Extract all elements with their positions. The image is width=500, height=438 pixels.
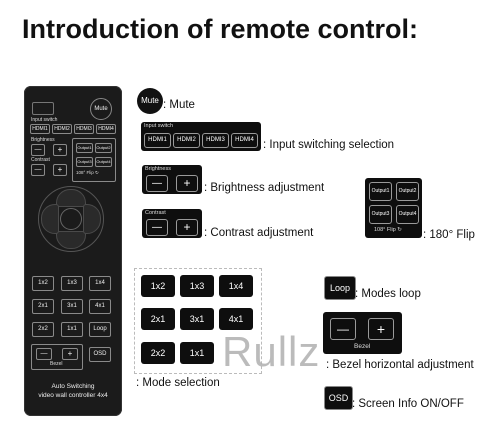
remote-brightness-plus[interactable]: + [53, 144, 67, 156]
remote-mode-1x2[interactable]: 1x2 [32, 276, 54, 291]
input-switch-panel: Input switch HDMI1 HDMI2 HDMI3 HDMI4 [141, 122, 261, 151]
flip-label: 108° Flip ↻ [374, 227, 402, 233]
remote-contrast-label: Contrast [31, 157, 50, 163]
remote-mode-4x1[interactable]: 4x1 [89, 299, 111, 314]
brightness-desc: : Brightness adjustment [204, 182, 325, 194]
mode-1x4-button[interactable]: 1x4 [219, 275, 253, 297]
remote-control: Mute Input switch HDMI1 HDMI2 HDMI3 HDMI… [24, 86, 122, 416]
bezel-plus-button[interactable]: + [368, 318, 394, 340]
page-title: Introduction of remote control: [22, 14, 418, 44]
input-switch-desc: : Input switching selection [263, 139, 395, 151]
remote-dpad [38, 186, 104, 252]
remote-bezel-label: Bezel [50, 361, 63, 367]
dpad-ring [38, 186, 104, 252]
bezel-desc: : Bezel horizontal adjustment [326, 359, 474, 371]
remote-mode-1x3[interactable]: 1x3 [61, 276, 83, 291]
remote-output2-button[interactable]: Output2 [95, 143, 112, 153]
remote-brightness-minus[interactable]: — [31, 144, 45, 156]
remote-loop-button[interactable]: Loop [89, 322, 111, 337]
output4-button[interactable]: Output4 [396, 205, 419, 224]
remote-osd-button[interactable]: OSD [89, 347, 111, 362]
remote-mode-2x1[interactable]: 2x1 [32, 299, 54, 314]
contrast-plus-button[interactable]: + [176, 219, 198, 236]
osd-button[interactable]: OSD [324, 386, 353, 410]
brightness-label: Brightness [145, 166, 171, 172]
remote-input-switch-label: Input switch [31, 117, 58, 123]
mode-3x1-button[interactable]: 3x1 [180, 308, 214, 330]
brightness-minus-button[interactable]: — [146, 175, 168, 192]
remote-hdmi3-button[interactable]: HDMI3 [74, 124, 94, 134]
contrast-desc: : Contrast adjustment [204, 227, 314, 239]
bezel-panel: — + Bezel [323, 312, 402, 354]
remote-hdmi1-button[interactable]: HDMI1 [30, 124, 50, 134]
hdmi2-button[interactable]: HDMI2 [173, 133, 200, 148]
input-switch-label: Input switch [144, 123, 174, 129]
mode-4x1-button[interactable]: 4x1 [219, 308, 253, 330]
hdmi3-button[interactable]: HDMI3 [202, 133, 229, 148]
dpad-center-button[interactable] [60, 208, 82, 230]
remote-mode-1x1[interactable]: 1x1 [61, 322, 83, 337]
remote-hdmi2-button[interactable]: HDMI2 [52, 124, 72, 134]
mode-selection-group: 1x2 1x3 1x4 2x1 3x1 4x1 2x2 1x1 [134, 268, 262, 374]
osd-desc: : Screen Info ON/OFF [352, 398, 464, 410]
remote-output4-button[interactable]: Output4 [95, 157, 112, 167]
contrast-label: Contrast [145, 210, 166, 216]
output2-button[interactable]: Output2 [396, 182, 419, 201]
mode-1x2-button[interactable]: 1x2 [141, 275, 175, 297]
mode-2x2-button[interactable]: 2x2 [141, 342, 175, 364]
mode-1x1-button[interactable]: 1x1 [180, 342, 214, 364]
remote-brightness-label: Brightness [31, 137, 55, 143]
mode-1x3-button[interactable]: 1x3 [180, 275, 214, 297]
remote-footer-line1: Auto Switching [51, 383, 95, 390]
remote-footer-line2: video wall controller 4x4 [38, 392, 108, 399]
output3-button[interactable]: Output3 [369, 205, 392, 224]
ir-window [32, 102, 54, 115]
hdmi4-button[interactable]: HDMI4 [231, 133, 258, 148]
contrast-panel: Contrast — + [142, 209, 202, 238]
remote-output1-button[interactable]: Output1 [76, 143, 93, 153]
remote-output3-button[interactable]: Output3 [76, 157, 93, 167]
contrast-minus-button[interactable]: — [146, 219, 168, 236]
bezel-minus-button[interactable]: — [330, 318, 356, 340]
remote-bezel-minus[interactable]: — [36, 348, 52, 360]
remote-mode-2x2[interactable]: 2x2 [32, 322, 54, 337]
hdmi1-button[interactable]: HDMI1 [144, 133, 171, 148]
mode-2x1-button[interactable]: 2x1 [141, 308, 175, 330]
brightness-plus-button[interactable]: + [176, 175, 198, 192]
loop-desc: : Modes loop [355, 288, 421, 300]
remote-bezel-plus[interactable]: + [62, 348, 78, 360]
remote-hdmi4-button[interactable]: HDMI4 [96, 124, 116, 134]
remote-flip-group: Output1 Output2 Output3 Output4 108° Fli… [72, 138, 116, 182]
flip-desc: : 180° Flip [423, 229, 475, 241]
remote-contrast-plus[interactable]: + [53, 164, 67, 176]
loop-button[interactable]: Loop [324, 276, 356, 300]
remote-contrast-minus[interactable]: — [31, 164, 45, 176]
bezel-label: Bezel [354, 343, 371, 350]
remote-bezel-group: — + Bezel [31, 344, 83, 370]
mode-selection-desc: : Mode selection [136, 377, 220, 389]
flip-panel: Output1 Output2 Output3 Output4 108° Fli… [365, 178, 422, 238]
remote-flip-label: 108° Flip ↻ [76, 170, 99, 175]
brightness-panel: Brightness — + [142, 165, 202, 194]
output1-button[interactable]: Output1 [369, 182, 392, 201]
remote-mode-3x1[interactable]: 3x1 [61, 299, 83, 314]
watermark: Rullz [222, 328, 321, 375]
remote-mute-button[interactable]: Mute [90, 98, 112, 120]
mute-button[interactable]: Mute [137, 88, 163, 114]
mute-desc: : Mute [163, 99, 195, 111]
remote-mode-1x4[interactable]: 1x4 [89, 276, 111, 291]
